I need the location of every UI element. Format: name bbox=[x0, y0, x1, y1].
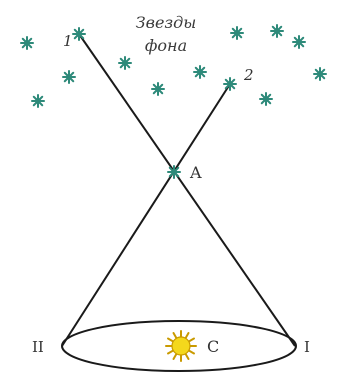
star2-label: 2 bbox=[243, 66, 254, 84]
star-1-icon bbox=[73, 28, 85, 40]
star-bg-icon bbox=[119, 57, 131, 69]
point-c-label: C bbox=[207, 337, 219, 356]
sight-line-i-to-star1 bbox=[79, 34, 295, 346]
star-bg-icon bbox=[293, 36, 305, 48]
star-bg-icon bbox=[21, 37, 33, 49]
orbit-position-i-label: I bbox=[304, 338, 310, 356]
star-bg-icon bbox=[314, 68, 326, 80]
orbit-position-ii-label: II bbox=[32, 338, 44, 356]
diagram-title-line1: Звезды bbox=[136, 13, 197, 32]
star-bg-icon bbox=[194, 66, 206, 78]
star-bg-icon bbox=[32, 95, 44, 107]
star1-label: 1 bbox=[63, 32, 73, 50]
star-bg-icon bbox=[231, 27, 243, 39]
point-a-label: A bbox=[189, 163, 202, 182]
star-bg-icon bbox=[63, 71, 75, 83]
sun-icon bbox=[166, 331, 196, 361]
star-a-icon bbox=[168, 166, 180, 178]
star-bg-icon bbox=[260, 93, 272, 105]
diagram-title-line2: фона bbox=[145, 36, 187, 55]
star-2-icon bbox=[224, 78, 236, 90]
star-bg-icon bbox=[152, 83, 164, 95]
star-bg-icon bbox=[271, 25, 283, 37]
